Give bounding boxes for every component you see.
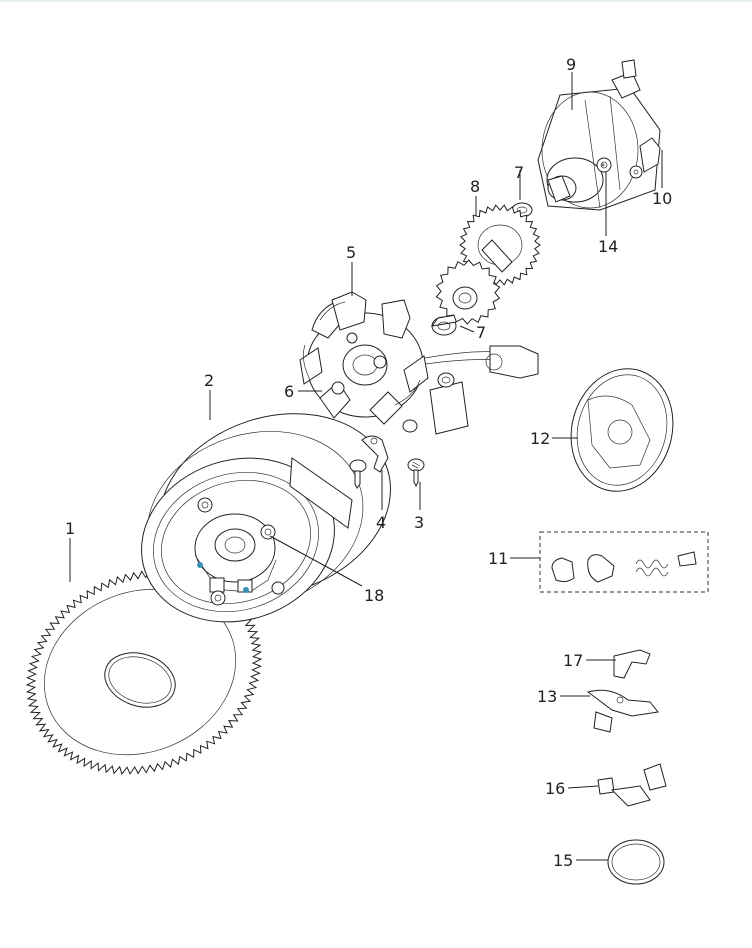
callout-1: 1	[65, 519, 75, 538]
part-6-bolts	[331, 332, 387, 395]
callout-5: 5	[346, 243, 356, 262]
callout-10: 10	[652, 189, 672, 208]
part-9-starter-motor	[537, 59, 661, 211]
part-5-stator	[299, 291, 539, 435]
part-10-terminal	[629, 137, 661, 179]
callout-15: 15	[553, 851, 573, 870]
callout-12: 12	[530, 429, 550, 448]
callout-3: 3	[414, 513, 424, 532]
part-4-screw	[349, 459, 367, 489]
part-15-o-ring	[607, 839, 665, 885]
part-14-nut	[601, 163, 605, 167]
leader-lines	[69, 72, 663, 861]
callout-18: 18	[364, 586, 384, 605]
part-17-arm	[613, 649, 651, 679]
part-1-ring-gear	[25, 569, 263, 775]
part-12-starter-clutch	[570, 368, 674, 492]
callout-labels: 1 2 3 4 5 6 7 7 8 9 10 11 12 13 14 15 16…	[65, 55, 672, 870]
callout-13: 13	[537, 687, 557, 706]
part-2-flywheel-rotor	[141, 413, 391, 623]
callout-7-lower: 7	[476, 323, 486, 342]
callout-9: 9	[566, 55, 576, 74]
callout-11: 11	[488, 549, 508, 568]
callout-16: 16	[545, 779, 565, 798]
part-11-kit-box	[539, 531, 709, 593]
callout-8: 8	[470, 177, 480, 196]
part-3-screw	[407, 458, 425, 488]
part-8-idler-gear	[435, 204, 541, 325]
part-4-clamp	[361, 435, 389, 473]
callout-6: 6	[284, 382, 294, 401]
callout-2: 2	[204, 371, 214, 390]
part-13-lever	[586, 689, 659, 733]
callout-7-upper: 7	[514, 163, 524, 182]
callout-17: 17	[563, 651, 583, 670]
part-16-shaft	[597, 763, 667, 807]
callout-14: 14	[598, 237, 618, 256]
top-border	[0, 0, 752, 2]
callout-4: 4	[376, 513, 386, 532]
